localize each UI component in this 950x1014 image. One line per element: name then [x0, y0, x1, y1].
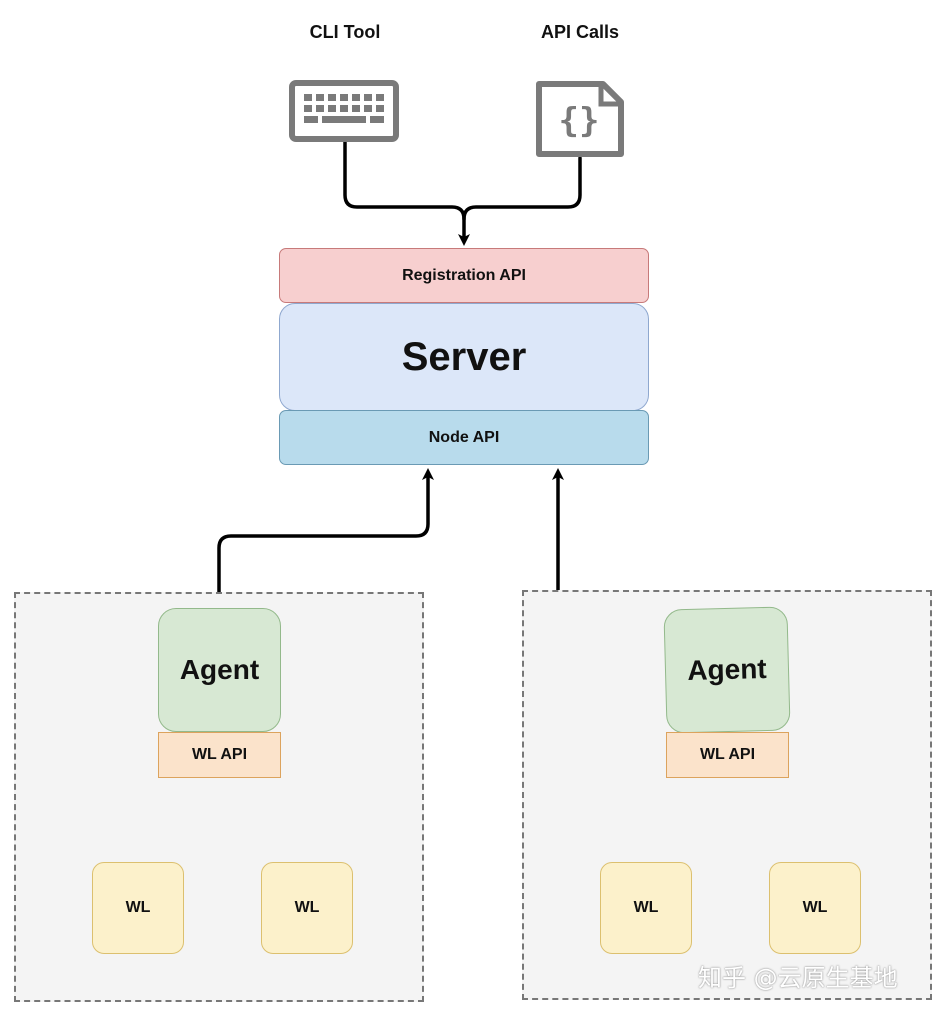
workload-2a: WL: [600, 862, 692, 954]
cli-tool-label: CLI Tool: [309, 22, 381, 42]
wl-api-2: WL API: [666, 732, 789, 778]
agent-1: Agent: [158, 608, 281, 732]
svg-text:{}: {}: [559, 101, 600, 141]
registration-api: Registration API: [279, 248, 649, 303]
keyboard-icon: [289, 80, 399, 142]
node-api: Node API: [279, 410, 649, 465]
agent-2: Agent: [663, 606, 791, 734]
api-calls-to-registration-line: [462, 156, 582, 221]
watermark-text: 知乎 @云原生基地: [698, 964, 898, 992]
wl-api-1: WL API: [158, 732, 281, 778]
agent1-to-node-api-arrow: [217, 468, 434, 608]
workload-2b: WL: [769, 862, 861, 954]
server-box: Server: [279, 303, 649, 411]
workload-1b: WL: [261, 862, 353, 954]
code-file-icon: {}: [536, 81, 624, 157]
cli-to-registration-arrow: [343, 138, 470, 246]
api-calls-label: API Calls: [540, 22, 620, 42]
workload-1a: WL: [92, 862, 184, 954]
